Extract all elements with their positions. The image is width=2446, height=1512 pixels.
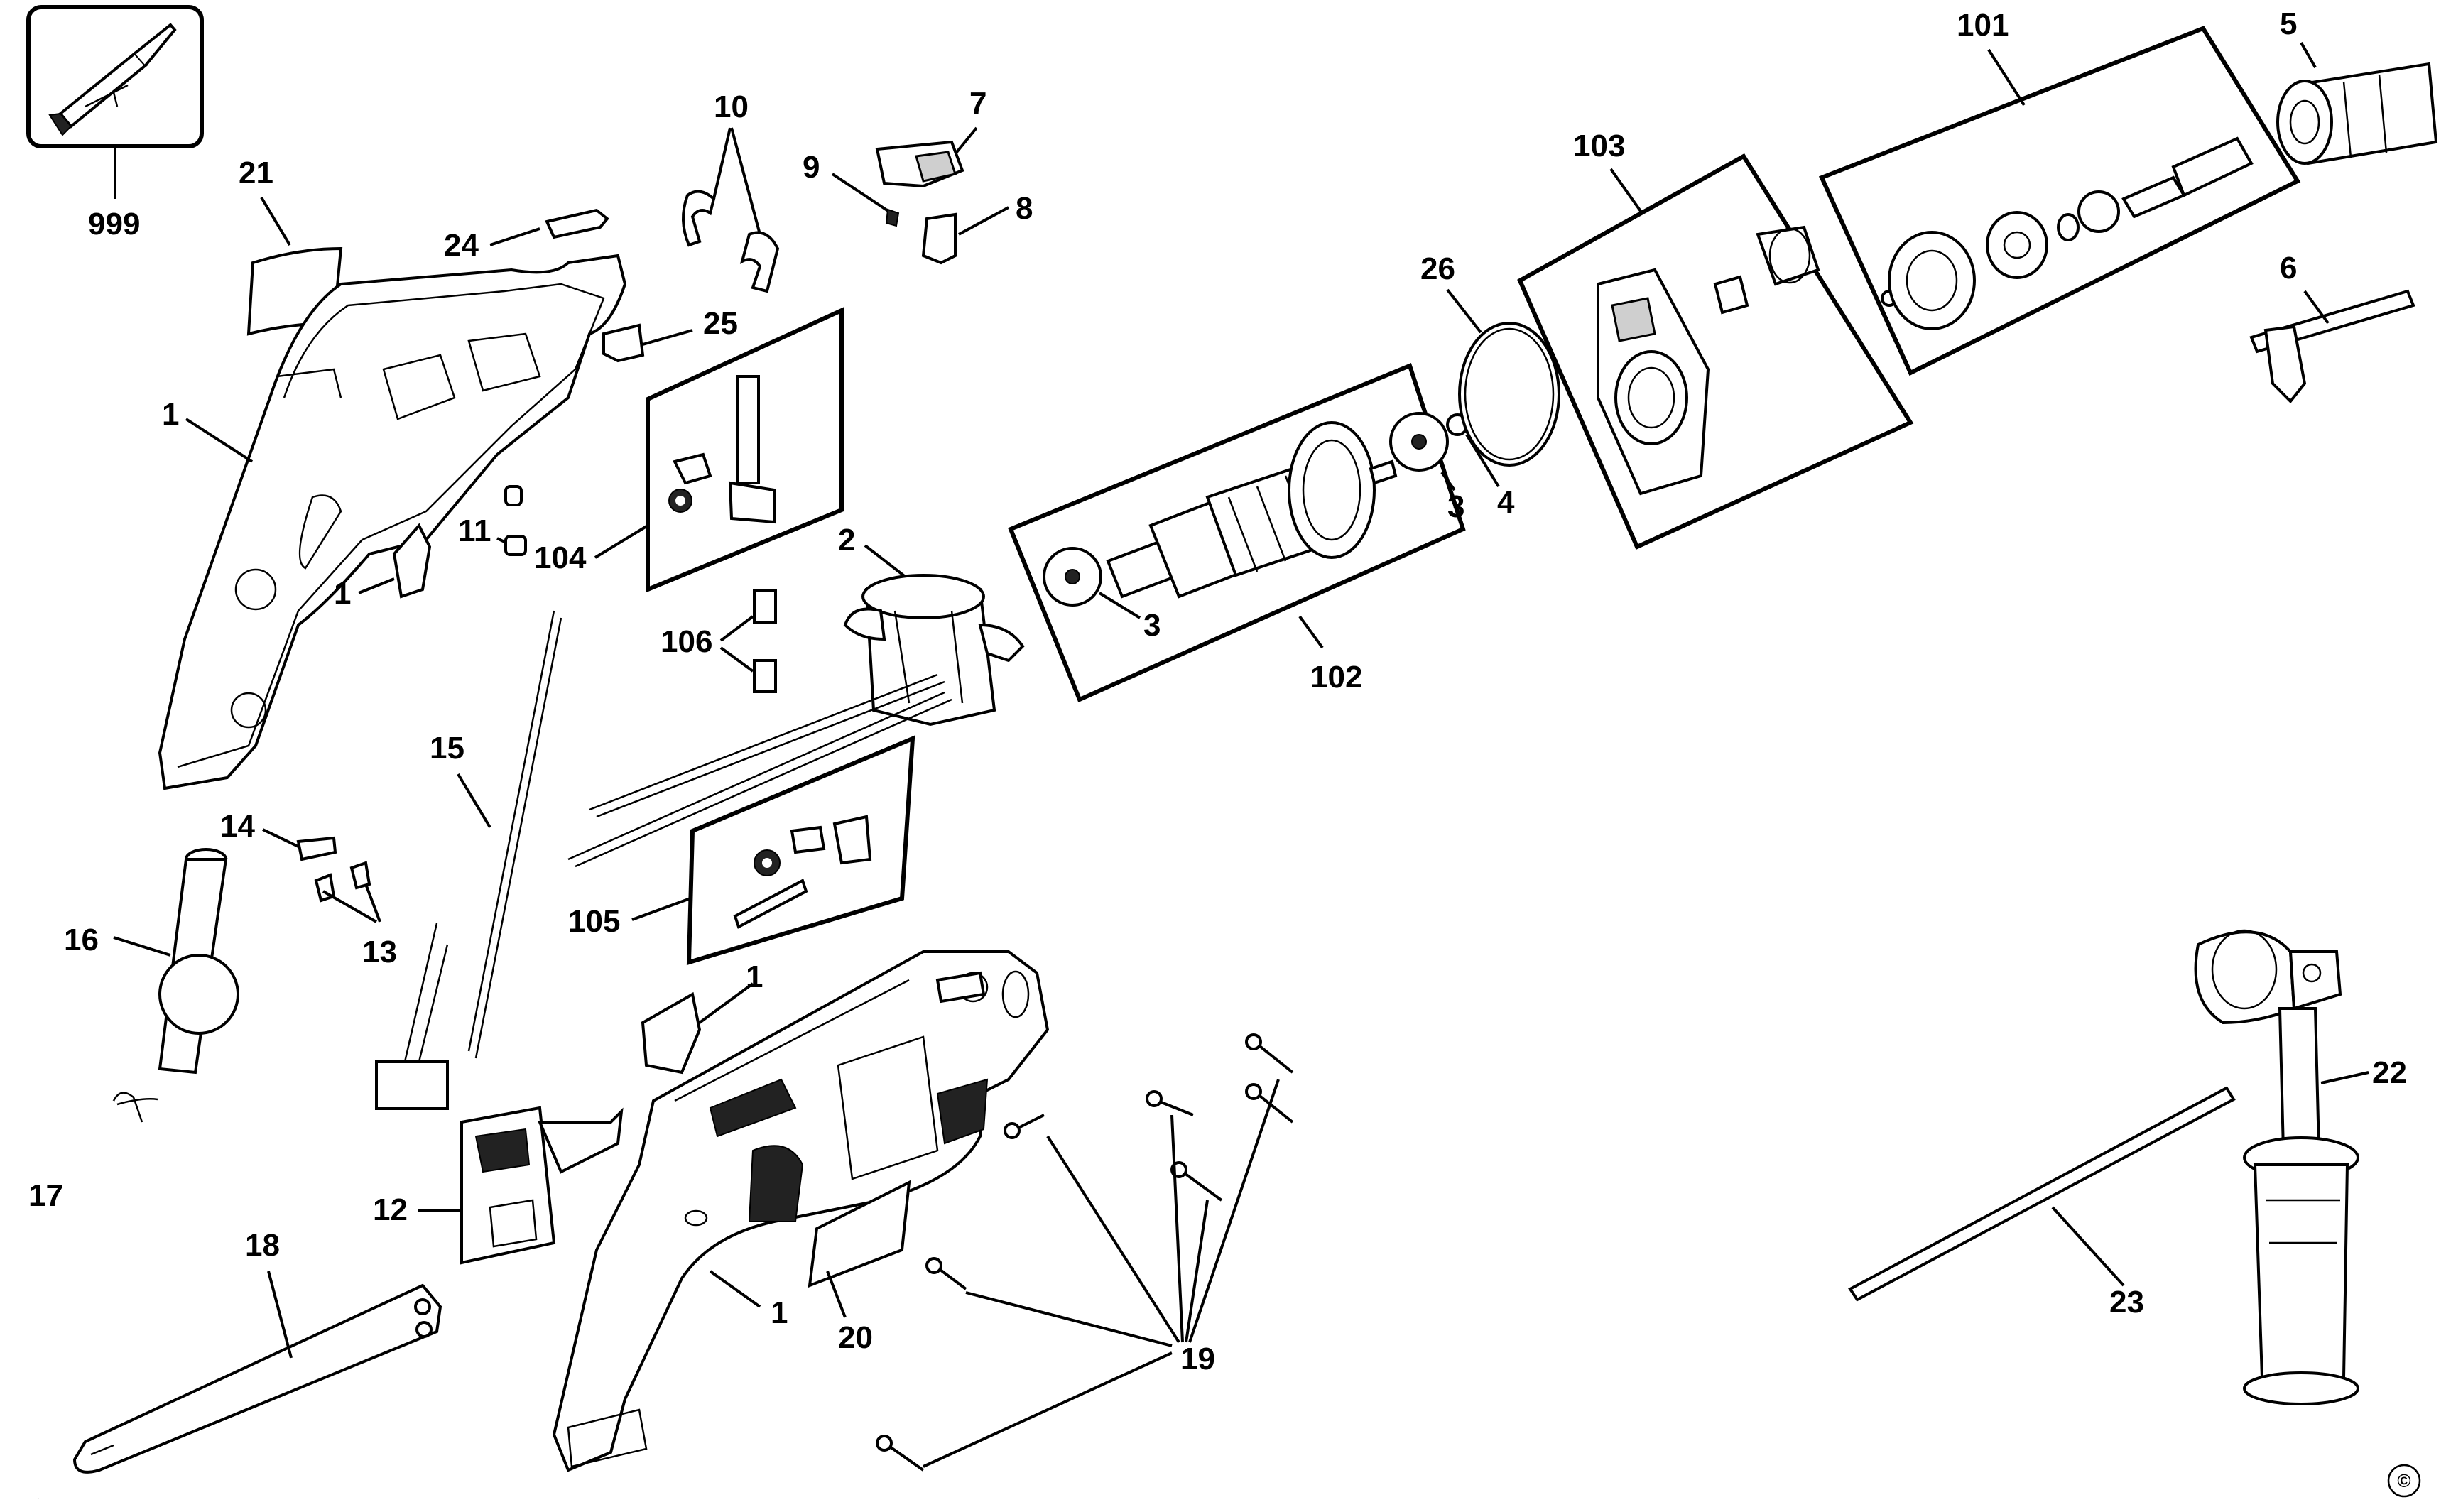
- part-1-housing-half-left: [158, 254, 627, 790]
- label-7: 7: [969, 86, 986, 121]
- part-13-screws: 13: [314, 861, 397, 969]
- part-23-depth-rod: 23: [1848, 1086, 2236, 1320]
- part-20-rating-label: 20: [808, 1180, 911, 1355]
- label-11: 11: [458, 513, 491, 548]
- label-9: 9: [803, 150, 820, 185]
- label-17: 17: [28, 1178, 63, 1213]
- part-15-cable: 15: [375, 610, 562, 1110]
- part-103-gear-housing-kit: 103: [1517, 129, 1914, 550]
- part-22-side-handle: 22: [2194, 929, 2407, 1405]
- label-23: 23: [2109, 1285, 2144, 1320]
- part-18-cord-clamp: 18: [72, 1228, 442, 1474]
- label-4: 4: [1497, 485, 1515, 520]
- label-1-a: 1: [162, 397, 179, 432]
- part-9-screw: 9: [803, 150, 900, 227]
- part-24-clip: 24: [444, 208, 609, 263]
- label-22: 22: [2372, 1055, 2407, 1090]
- label-21: 21: [239, 156, 273, 190]
- label-1-c: 1: [746, 959, 763, 994]
- label-18: 18: [245, 1228, 280, 1263]
- label-12: 12: [373, 1192, 408, 1227]
- grease-tube-icon: [48, 23, 177, 136]
- part-105-switch-kit: 105: [568, 735, 915, 966]
- label-103: 103: [1573, 129, 1625, 163]
- part-25-clip: 25: [602, 306, 738, 363]
- part-7-switch-knob: 7: [875, 86, 986, 188]
- part-17-power-cord: 17: [28, 1092, 158, 1500]
- label-102: 102: [1310, 660, 1362, 695]
- part-102-armature-kit: 3 3 102: [1008, 363, 1466, 703]
- copyright-mark: ©: [2387, 1464, 2421, 1498]
- part-6-chuck-key: 6: [2249, 251, 2415, 403]
- label-1-d: 1: [771, 1295, 788, 1330]
- label-10: 10: [714, 89, 749, 124]
- part-19-screws: 19: [876, 1033, 1294, 1472]
- label-20: 20: [838, 1320, 873, 1355]
- part-14-terminal: 14: [220, 809, 337, 861]
- label-13: 13: [362, 935, 397, 969]
- label-3-a: 3: [1143, 608, 1161, 643]
- part-26-o-ring: 26: [1420, 251, 1560, 467]
- part-16-cord-guard: 16: [64, 848, 239, 1075]
- label-15: 15: [430, 731, 464, 766]
- label-104: 104: [534, 540, 587, 575]
- label-24: 24: [444, 228, 479, 263]
- part-106-carbon-brushes: 106: [661, 589, 777, 693]
- part-1-housing-half-right: [552, 950, 1050, 1472]
- copyright-symbol: ©: [2397, 1470, 2410, 1491]
- part-101-spindle-kit: 101: [1818, 8, 2301, 376]
- label-8: 8: [1016, 191, 1033, 226]
- label-105: 105: [568, 904, 620, 939]
- label-999: 999: [88, 207, 140, 241]
- part-1-front-cover: 1: [641, 959, 763, 1075]
- part-11-bushing: 11: [458, 485, 527, 556]
- part-5-chuck: 5: [2276, 6, 2438, 165]
- label-26: 26: [1420, 251, 1455, 286]
- label-19: 19: [1180, 1342, 1215, 1376]
- part-8-plate: 8: [921, 191, 1033, 265]
- part-2-field-coil: 2: [567, 523, 1025, 868]
- part-10-brackets: 10: [681, 89, 780, 293]
- label-106: 106: [661, 624, 712, 659]
- label-1-b: 1: [334, 576, 351, 611]
- grease-tube-icon-box: 999: [26, 5, 204, 241]
- part-12-switch: 12: [373, 1106, 624, 1265]
- part-1-small-cover: 1: [334, 523, 432, 611]
- label-2: 2: [838, 523, 855, 558]
- part-104-brush-holder-kit: 104: [534, 307, 844, 593]
- label-101: 101: [1957, 8, 2009, 43]
- label-3-b: 3: [1447, 489, 1464, 524]
- label-5: 5: [2280, 6, 2297, 41]
- label-16: 16: [64, 923, 99, 957]
- label-14: 14: [220, 809, 255, 844]
- label-6: 6: [2280, 251, 2297, 285]
- label-25: 25: [703, 306, 738, 341]
